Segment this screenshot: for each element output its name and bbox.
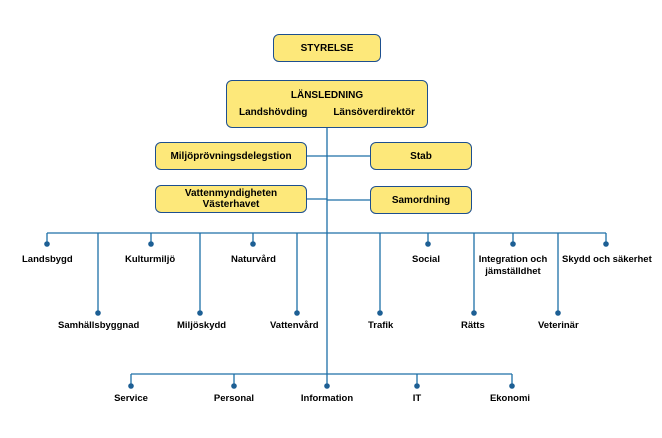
vattenmyndigheten-label: Vattenmyndigheten Västerhavet bbox=[184, 188, 278, 210]
vattenmyndigheten-box: Vattenmyndigheten Västerhavet bbox=[155, 185, 307, 213]
department-dot-11 bbox=[603, 241, 609, 247]
support-label-it: IT bbox=[412, 393, 422, 404]
department-label-integration: Integration och jämställdhet bbox=[478, 254, 548, 277]
stab-label: Stab bbox=[410, 150, 432, 162]
department-dot-2 bbox=[148, 241, 154, 247]
support-dot-information bbox=[324, 383, 330, 389]
department-dot-5 bbox=[294, 310, 300, 316]
department-label-trafik: Trafik bbox=[368, 320, 394, 331]
department-label-veterinar: Veterinär bbox=[538, 320, 579, 331]
support-dot-it bbox=[414, 383, 420, 389]
department-label-samhallsbyggnad: Samhällsbyggnad bbox=[58, 320, 140, 331]
department-dot-10 bbox=[555, 310, 561, 316]
stab-box: Stab bbox=[370, 142, 472, 170]
support-label-information: Information bbox=[300, 393, 354, 404]
department-dot-1 bbox=[95, 310, 101, 316]
department-label-kulturmiljo: Kulturmiljö bbox=[125, 254, 176, 265]
department-dot-8 bbox=[471, 310, 477, 316]
support-label-service: Service bbox=[114, 393, 148, 404]
department-label-miljoskydd: Miljöskydd bbox=[177, 320, 227, 331]
department-label-ratts: Rätts bbox=[461, 320, 485, 331]
miljoprovningsdelegation-box: Miljöprövningsdelegstion bbox=[155, 142, 307, 170]
lansledning-title: LÄNSLEDNING bbox=[290, 90, 364, 101]
department-dot-6 bbox=[377, 310, 383, 316]
support-label-ekonomi: Ekonomi bbox=[489, 393, 531, 404]
department-label-skydd: Skydd och säkerhet bbox=[562, 254, 652, 265]
styrelse-box: STYRELSE bbox=[273, 34, 381, 62]
department-label-vattenvard: Vattenvård bbox=[270, 320, 319, 331]
department-label-landsbygd: Landsbygd bbox=[22, 254, 73, 265]
miljoprovningsdelegation-label: Miljöprövningsdelegstion bbox=[170, 150, 292, 162]
department-label-social: Social bbox=[412, 254, 440, 265]
support-dot-service bbox=[128, 383, 134, 389]
support-dot-personal bbox=[231, 383, 237, 389]
support-dot-ekonomi bbox=[509, 383, 515, 389]
department-dot-3 bbox=[197, 310, 203, 316]
department-label-naturvard: Naturvård bbox=[231, 254, 276, 265]
landshovding-label: Landshövding bbox=[238, 107, 308, 118]
department-dot-0 bbox=[44, 241, 50, 247]
department-dot-7 bbox=[425, 241, 431, 247]
styrelse-label: STYRELSE bbox=[300, 42, 354, 54]
lansoverdirektor-label: Länsöverdirektör bbox=[333, 107, 416, 118]
department-dot-9 bbox=[510, 241, 516, 247]
samordning-box: Samordning bbox=[370, 186, 472, 214]
samordning-label: Samordning bbox=[391, 194, 451, 206]
lansledning-box: LÄNSLEDNING Landshövding Länsöverdirektö… bbox=[226, 80, 428, 128]
support-label-personal: Personal bbox=[213, 393, 255, 404]
department-dot-4 bbox=[250, 241, 256, 247]
